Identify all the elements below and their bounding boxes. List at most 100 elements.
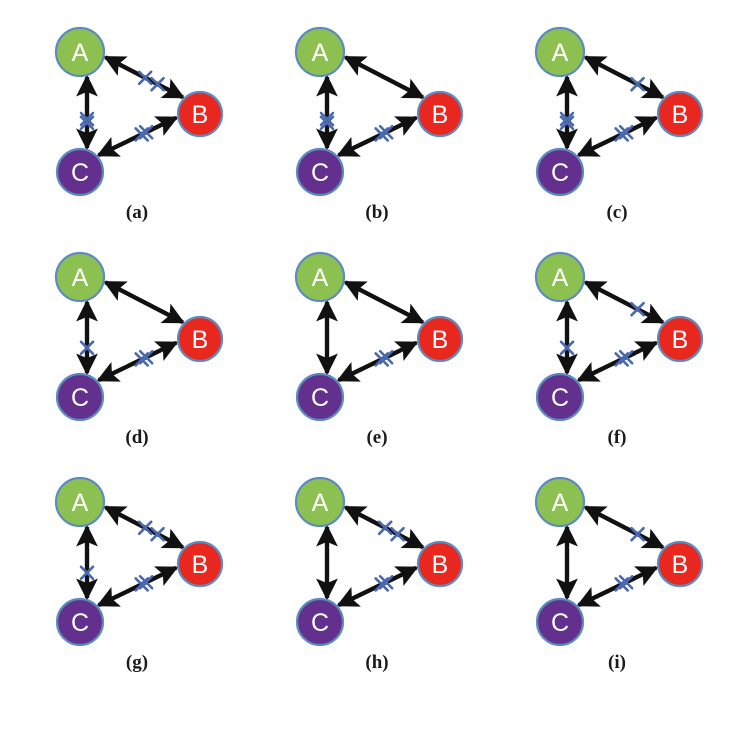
node-label-B: B [672,551,689,579]
node-A[interactable] [54,251,106,303]
cut-mark-AB [137,520,153,536]
node-B[interactable] [656,90,704,138]
cut-mark-layer [559,76,645,142]
cut-mark-layer [79,70,165,142]
panel-label-f: (f) [607,427,627,448]
cut-mark-AC [559,111,575,127]
panel-graph-a: A B C [22,20,252,210]
edge-BA [583,55,664,100]
edge-BC [96,115,178,157]
panel-label-g: (g) [125,652,149,673]
node-label-A: A [552,39,569,67]
node-A[interactable] [534,476,586,528]
node-label-B: B [672,326,689,354]
node-A[interactable] [534,26,586,78]
edge-BC [336,115,418,157]
node-C[interactable] [535,372,585,422]
cut-mark-BC [374,352,389,367]
node-B[interactable] [416,315,464,363]
node-layer: A B C [54,476,224,647]
node-layer: ABC [294,251,464,422]
graph-i: ABC [534,476,704,647]
edge-layer [556,280,665,383]
node-B[interactable] [416,90,464,138]
panel-label-d: (d) [125,427,149,448]
node-label-A: A [312,264,329,292]
cut-mark-BC [134,127,149,142]
node-C[interactable] [295,147,345,197]
cut-mark-layer [374,349,394,367]
node-B[interactable] [416,540,464,588]
cut-mark-layer [79,340,154,367]
cut-mark-BC [134,352,149,367]
panel-label-h: (h) [365,652,389,673]
node-C[interactable] [55,147,105,197]
node-A[interactable] [54,476,106,528]
panel-label-a: (a) [125,202,149,223]
node-label-A: A [72,489,89,517]
node-A[interactable] [294,251,346,303]
node-label-C: C [71,384,89,412]
node-C[interactable] [295,597,345,647]
cut-mark-BA [150,526,165,542]
panel-g: A B C (g) [22,470,252,695]
node-C[interactable] [535,147,585,197]
cut-mark-AC [319,111,335,127]
graph-h: ABC [294,476,464,647]
cut-mark-BA [630,76,645,92]
node-label-B: B [672,101,689,129]
node-B[interactable] [176,540,224,588]
node-layer: ABC [294,26,464,197]
node-B[interactable] [656,315,704,363]
edge-layer [76,280,185,383]
cut-mark-BA [150,76,165,92]
node-C[interactable] [295,372,345,422]
cut-mark-AB [137,70,153,86]
node-B[interactable] [176,90,224,138]
node-B[interactable] [176,315,224,363]
panel-label-c: (c) [606,202,628,223]
node-A[interactable] [294,476,346,528]
node-label-C: C [71,609,89,637]
cut-mark-AB [377,520,393,536]
cut-mark-layer [319,111,394,142]
cut-mark-CA [79,340,95,356]
graph-f: ABC [534,251,704,422]
node-label-A: A [312,39,329,67]
node-A[interactable] [54,26,106,78]
panel-graph-g: A B C [22,470,252,660]
node-label-C: C [551,609,569,637]
node-label-C: C [311,609,329,637]
cut-mark-layer [374,520,405,592]
cut-mark-CA [319,115,335,131]
node-label-C: C [71,159,89,187]
node-label-B: B [192,551,209,579]
edge-BA [583,505,664,550]
node-label-A: A [72,39,89,67]
node-label-B: B [192,101,209,129]
node-A[interactable] [294,26,346,78]
node-C[interactable] [55,597,105,647]
cut-mark-BA [630,301,645,317]
node-layer: A B C [54,26,224,197]
cut-mark-CA [559,340,575,356]
node-C[interactable] [535,597,585,647]
cut-mark-BC [134,577,149,592]
edge-layer [316,55,425,158]
cut-mark-BC [614,577,629,592]
edge-BC [576,340,658,382]
node-A[interactable] [534,251,586,303]
panel-label-i: (i) [608,652,626,673]
node-B[interactable] [656,540,704,588]
node-label-B: B [432,101,449,129]
graph-g: A B C [54,476,224,647]
node-C[interactable] [55,372,105,422]
node-layer: ABC [534,476,704,647]
